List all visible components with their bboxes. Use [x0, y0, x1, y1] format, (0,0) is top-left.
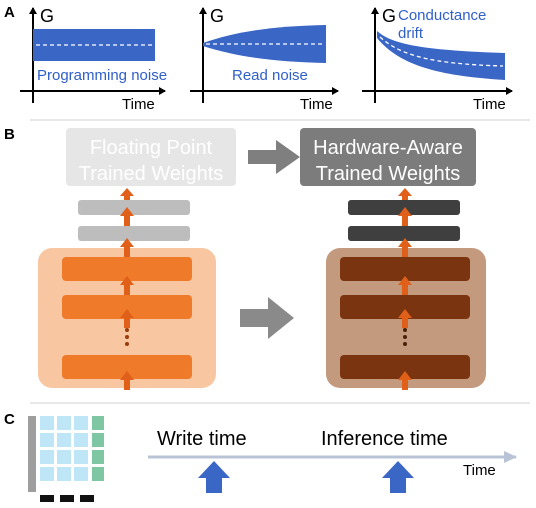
crossbar-array — [28, 416, 104, 502]
plot-conductance-drift: G Time Conductance drift — [362, 6, 513, 113]
fp-box-bg — [66, 128, 236, 186]
flow-arrow — [398, 371, 412, 390]
flow-arrow — [398, 276, 412, 295]
y-axis-label: G — [40, 6, 54, 26]
fp-top-layer — [78, 200, 190, 215]
write-time-label: Write time — [157, 428, 247, 450]
flow-arrow — [120, 207, 134, 226]
annotation-line-1: Conductance — [398, 7, 486, 24]
mean-line — [379, 36, 504, 67]
plot-read-noise: G Time Read noise — [190, 6, 339, 113]
y-axis-label: G — [382, 6, 396, 26]
floating-point-weights-box: Floating Point Trained Weights — [66, 128, 236, 186]
ellipsis-dot — [125, 328, 129, 332]
x-axis-label: Time — [122, 96, 155, 113]
crossbar-left-bar — [28, 416, 36, 492]
hw-top-layer — [348, 200, 460, 215]
flow-arrow — [120, 276, 134, 295]
crossbar-bottom-bars — [40, 495, 94, 502]
flow-arrow — [120, 309, 134, 328]
panel-c: C — [4, 411, 517, 502]
panel-b: B Floating Point Trained Weights Hardwar… — [4, 126, 486, 390]
inference-time-arrow — [382, 461, 414, 493]
timeline-time-label: Time — [463, 462, 496, 479]
fp-top-layer — [78, 226, 190, 241]
drift-band — [377, 31, 505, 80]
fp-box-line-1: Floating Point — [90, 137, 213, 159]
flow-arrow — [398, 188, 412, 200]
fp-box-line-2: Trained Weights — [79, 163, 224, 185]
x-axis-label: Time — [473, 96, 506, 113]
annotation: Read noise — [232, 67, 308, 84]
hw-top-layer — [348, 226, 460, 241]
plot-programming-noise: G Time Programming noise — [20, 6, 167, 113]
flow-arrow — [120, 188, 134, 200]
ellipsis-dot — [403, 342, 407, 346]
flow-arrow — [398, 309, 412, 328]
ellipsis-dot — [125, 335, 129, 339]
hw-box-line-1: Hardware-Aware — [313, 137, 463, 159]
panel-a: A G Time Programming noise G Time Read n… — [4, 4, 513, 113]
hw-network — [326, 188, 486, 390]
flow-arrow — [120, 238, 134, 257]
panel-c-letter: C — [4, 411, 15, 428]
crossbar-right-cells — [92, 416, 104, 481]
hw-layer — [340, 295, 470, 319]
hw-box-bg — [300, 128, 476, 186]
crossbar-cells — [40, 416, 88, 481]
annotation-line-2: drift — [398, 25, 424, 42]
fp-layer — [62, 355, 192, 379]
panel-a-letter: A — [4, 4, 15, 21]
hw-layer — [340, 355, 470, 379]
ellipsis-dot — [125, 342, 129, 346]
x-axis-label: Time — [300, 96, 333, 113]
transition-arrow-top — [248, 140, 300, 174]
ellipsis-dot — [403, 335, 407, 339]
fp-layer — [62, 257, 192, 281]
hw-box-line-2: Trained Weights — [316, 163, 461, 185]
flow-arrow — [398, 238, 412, 257]
y-axis-label: G — [210, 6, 224, 26]
fp-layer — [62, 295, 192, 319]
hw-layer — [340, 257, 470, 281]
annotation: Programming noise — [37, 67, 167, 84]
ellipsis-dot — [403, 328, 407, 332]
flow-arrow — [398, 207, 412, 226]
fp-network — [38, 188, 216, 390]
hardware-aware-weights-box: Hardware-Aware Trained Weights — [300, 128, 476, 186]
transition-arrow-middle — [240, 297, 294, 339]
panel-b-letter: B — [4, 126, 15, 143]
write-time-arrow — [198, 461, 230, 493]
inference-time-label: Inference time — [321, 428, 448, 450]
flow-arrow — [120, 371, 134, 390]
